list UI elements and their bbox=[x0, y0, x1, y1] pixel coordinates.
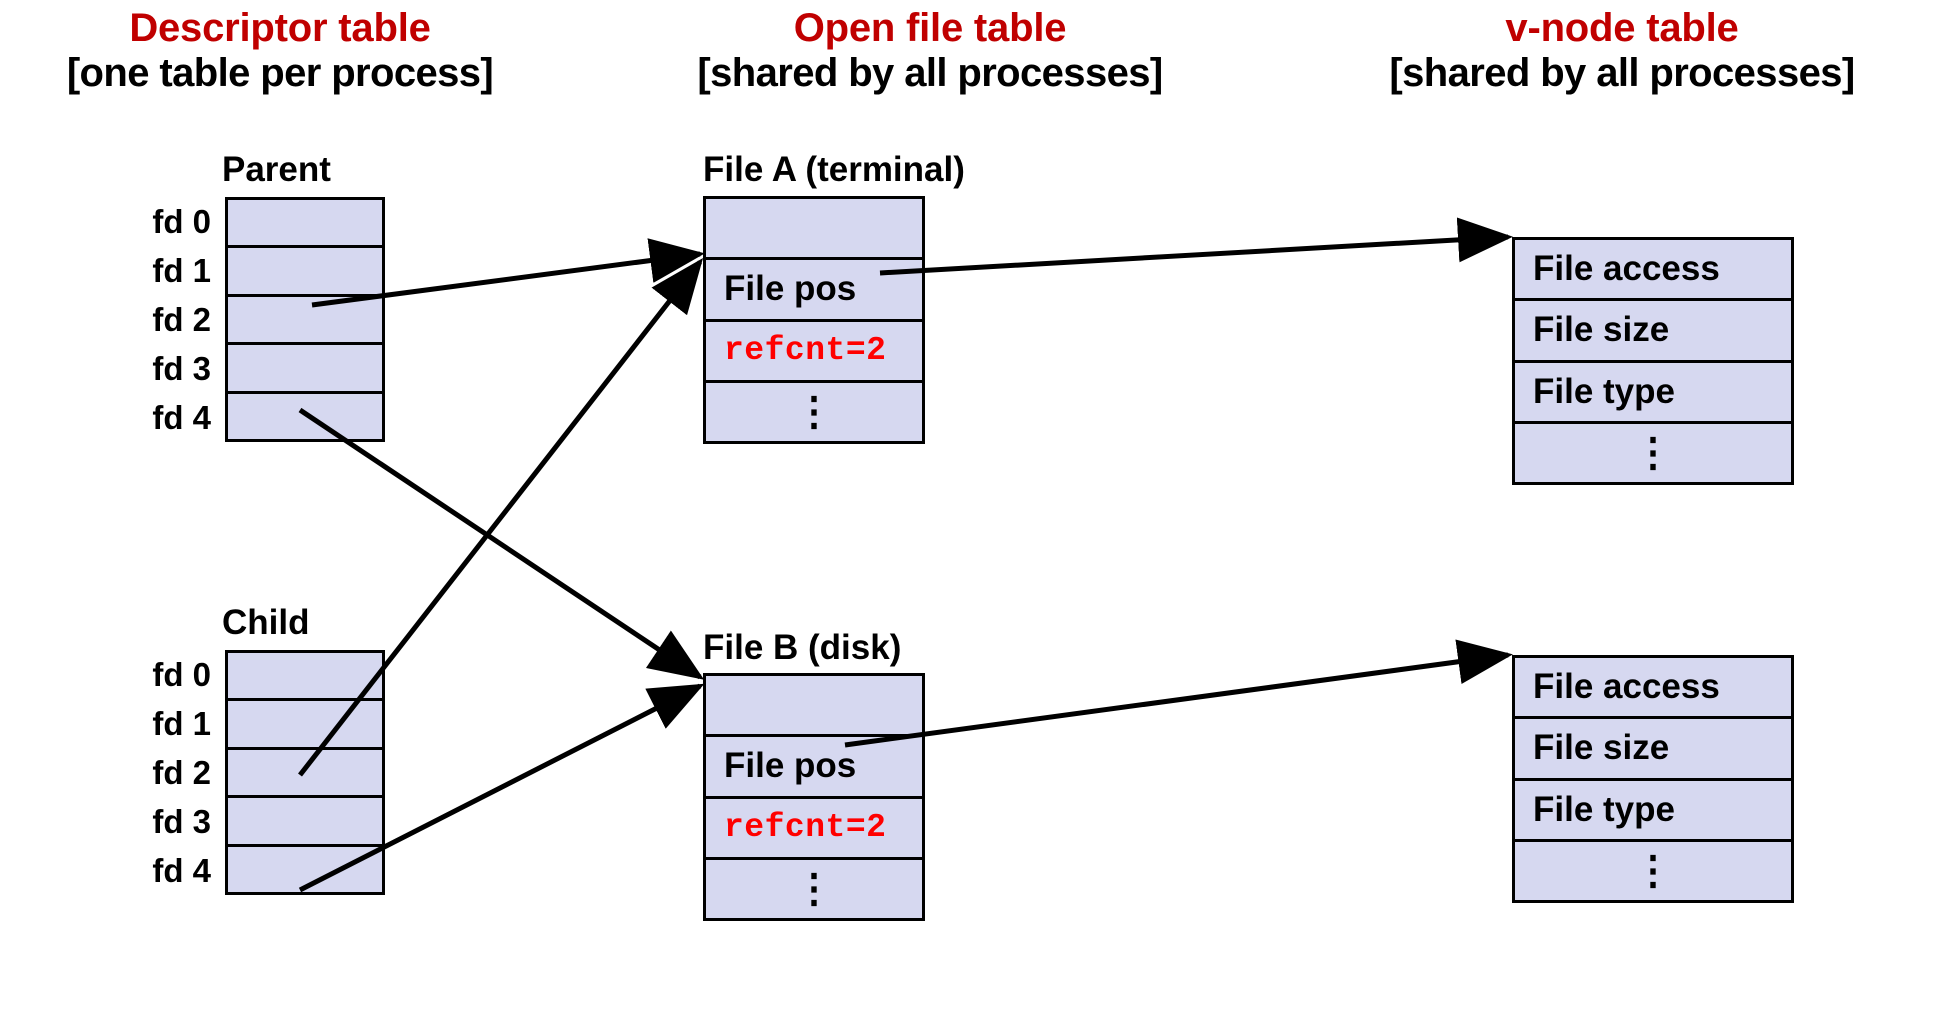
child-fd-label-0: fd 0 bbox=[152, 655, 211, 693]
child-fd-label-2: fd 2 bbox=[152, 753, 211, 791]
file-b-row-file-pos[interactable]: File pos bbox=[706, 737, 922, 799]
child-fd-slot-2[interactable] bbox=[228, 750, 382, 799]
header-descriptor-subtitle: [one table per process] bbox=[66, 50, 494, 95]
parent-fd-label-1: fd 1 bbox=[152, 251, 211, 289]
vnode-b-row-ellipsis: ⋮ bbox=[1633, 848, 1673, 893]
child-table-caption: Child bbox=[222, 603, 310, 642]
child-fd-label-3: fd 3 bbox=[152, 802, 211, 840]
header-open-file-title: Open file table bbox=[793, 6, 1067, 50]
file-a-caption: File A (terminal) bbox=[703, 150, 965, 189]
header-vnode-subtitle: [shared by all processes] bbox=[1389, 50, 1855, 95]
header-vnode-title: v-node table bbox=[1505, 6, 1739, 50]
file-b-open-file-table: File pos refcnt=2 ⋮ bbox=[703, 673, 925, 921]
parent-fd-slot-4[interactable] bbox=[228, 394, 382, 439]
arrow-parent-fd4-to-file-b bbox=[298, 407, 705, 680]
vnode-table-a: File access File size File type ⋮ bbox=[1512, 237, 1794, 485]
child-fd-labels: fd 0 fd 1 fd 2 fd 3 fd 4 bbox=[60, 650, 225, 895]
header-vnode-table: v-node table [shared by all processes] bbox=[1290, 6, 1954, 96]
parent-fd-labels: fd 0 fd 1 fd 2 fd 3 fd 4 bbox=[60, 197, 225, 442]
file-a-open-file-table: File pos refcnt=2 ⋮ bbox=[703, 196, 925, 444]
vnode-a-row-file-size[interactable]: File size bbox=[1515, 301, 1791, 363]
child-fd-slot-4[interactable] bbox=[228, 847, 382, 892]
vnode-a-row-file-access[interactable]: File access bbox=[1515, 240, 1791, 302]
vnode-table-b: File access File size File type ⋮ bbox=[1512, 655, 1794, 903]
child-fd-label-4: fd 4 bbox=[152, 851, 211, 889]
child-descriptor-table bbox=[225, 650, 385, 895]
parent-fd-slot-2[interactable] bbox=[228, 297, 382, 346]
file-b-row-0[interactable] bbox=[706, 676, 922, 738]
file-b-row-refcnt[interactable]: refcnt=2 bbox=[706, 799, 922, 860]
file-a-row-ellipsis: ⋮ bbox=[794, 389, 834, 434]
vnode-a-row-file-type[interactable]: File type bbox=[1515, 363, 1791, 424]
parent-table-caption: Parent bbox=[222, 150, 331, 189]
file-b-row-ellipsis: ⋮ bbox=[794, 866, 834, 911]
vnode-b-row-file-type[interactable]: File type bbox=[1515, 781, 1791, 842]
header-open-file-table: Open file table [shared by all processes… bbox=[600, 6, 1260, 96]
child-fd-slot-1[interactable] bbox=[228, 701, 382, 750]
child-fd-slot-0[interactable] bbox=[228, 653, 382, 702]
vnode-b-row-file-access[interactable]: File access bbox=[1515, 658, 1791, 720]
parent-fd-label-2: fd 2 bbox=[152, 300, 211, 338]
file-a-row-0[interactable] bbox=[706, 199, 922, 261]
parent-fd-label-3: fd 3 bbox=[152, 349, 211, 387]
arrow-file-b-to-vnode-b bbox=[844, 639, 1513, 748]
header-descriptor-table: Descriptor table [one table per process] bbox=[0, 6, 560, 96]
parent-fd-label-0: fd 0 bbox=[152, 202, 211, 240]
header-descriptor-title: Descriptor table bbox=[129, 6, 431, 50]
vnode-a-row-ellipsis: ⋮ bbox=[1633, 430, 1673, 475]
header-open-file-subtitle: [shared by all processes] bbox=[697, 50, 1163, 95]
file-b-caption: File B (disk) bbox=[703, 628, 902, 667]
arrow-file-a-to-vnode-a bbox=[879, 217, 1513, 276]
parent-fd-slot-0[interactable] bbox=[228, 200, 382, 249]
parent-fd-slot-1[interactable] bbox=[228, 248, 382, 297]
child-fd-label-1: fd 1 bbox=[152, 704, 211, 742]
child-fd-slot-3[interactable] bbox=[228, 798, 382, 847]
file-a-row-refcnt[interactable]: refcnt=2 bbox=[706, 322, 922, 383]
parent-fd-label-4: fd 4 bbox=[152, 398, 211, 436]
vnode-b-row-file-size[interactable]: File size bbox=[1515, 719, 1791, 781]
parent-descriptor-table bbox=[225, 197, 385, 442]
file-a-row-file-pos[interactable]: File pos bbox=[706, 260, 922, 322]
parent-fd-slot-3[interactable] bbox=[228, 345, 382, 394]
